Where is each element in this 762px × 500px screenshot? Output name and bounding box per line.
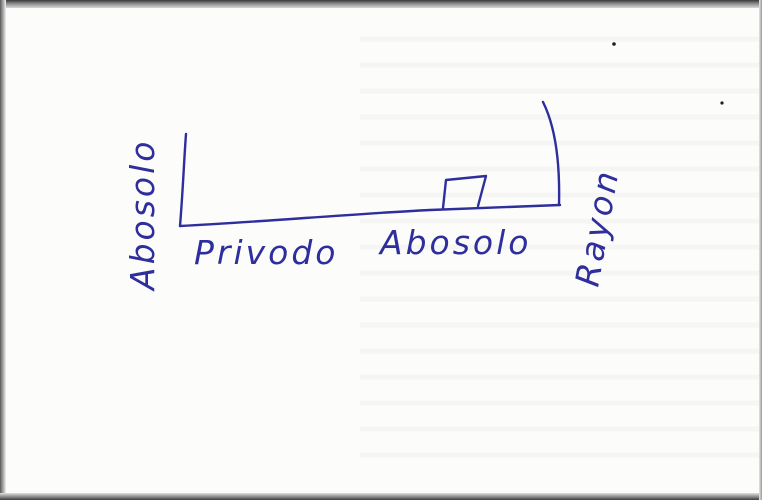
bleed-through-texture xyxy=(360,22,760,462)
scan-border-right xyxy=(759,0,762,500)
ground-line xyxy=(178,203,562,228)
scan-border-top xyxy=(0,0,762,8)
scan-border-left xyxy=(0,0,6,500)
label-right-vertical: Rayon xyxy=(567,166,626,290)
left-wall-line xyxy=(178,132,188,228)
label-bottom-right: Abosolo xyxy=(378,223,531,262)
label-left-vertical: Abosolo xyxy=(123,139,162,292)
label-bottom-left: Privodo xyxy=(194,233,339,272)
speck-dot xyxy=(612,42,616,46)
scan-border-bottom xyxy=(0,493,762,500)
speck-dot xyxy=(720,101,724,105)
right-curve-line xyxy=(541,100,561,207)
small-box xyxy=(441,174,488,210)
